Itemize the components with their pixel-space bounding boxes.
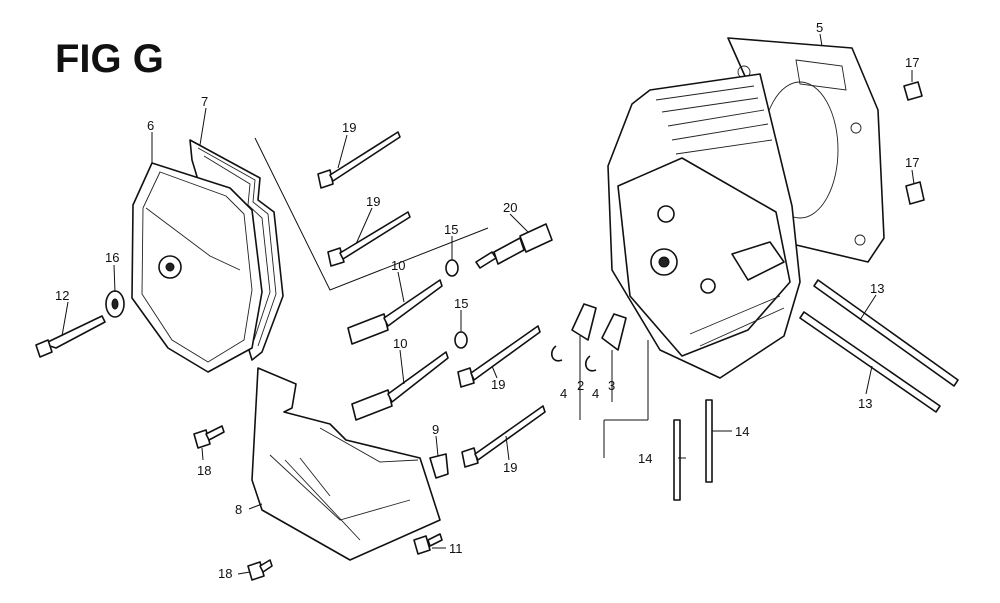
push-rod-part-13-a: [813, 279, 959, 387]
callout-18-a: 18: [197, 463, 211, 478]
callout-3: 3: [608, 378, 615, 393]
valve-part-2: [571, 303, 597, 341]
washer-part-15-a: [445, 259, 459, 277]
callout-13-a: 13: [870, 281, 884, 296]
callout-20: 20: [503, 200, 517, 215]
callout-10-a: 10: [391, 258, 405, 273]
callout-14-a: 14: [638, 451, 652, 466]
callout-6: 6: [147, 118, 154, 133]
callout-16: 16: [105, 250, 119, 265]
callout-4-a: 4: [560, 386, 567, 401]
callout-17-a: 17: [905, 55, 919, 70]
bolt-part-19-a: [317, 131, 401, 189]
callout-15-b: 15: [454, 296, 468, 311]
washer-part-16: [105, 290, 125, 318]
head-cover-part-6: [131, 162, 263, 373]
stud-part-14-a: [673, 419, 681, 501]
stud-bolt-part-10-b: [351, 351, 449, 421]
washer-part-15-b: [454, 331, 468, 349]
bolt-part-12: [35, 315, 106, 358]
callout-19-d: 19: [503, 460, 517, 475]
callout-7: 7: [201, 94, 208, 109]
clip-part-4-b: [584, 355, 597, 372]
stud-part-14-b: [705, 399, 713, 483]
figure-title: FIG G: [55, 37, 164, 81]
callout-5: 5: [816, 20, 823, 35]
callout-4-b: 4: [592, 386, 599, 401]
bolt-part-19-d: [461, 405, 546, 468]
callout-8: 8: [235, 502, 242, 517]
bracket-part-8: [251, 367, 441, 561]
callout-labels: 6 7 16 12 19 19 20 15 15 10 10 19 19 9 8…: [55, 20, 919, 581]
spark-plug-part-20: [475, 223, 553, 269]
callout-10-b: 10: [393, 336, 407, 351]
callout-14-b: 14: [735, 424, 749, 439]
callout-19-c: 19: [491, 377, 505, 392]
callout-19-a: 19: [342, 120, 356, 135]
divider-line: [254, 137, 489, 291]
cylinder-head: [607, 73, 801, 379]
callout-12: 12: [55, 288, 69, 303]
callout-18-b: 18: [218, 566, 232, 581]
push-rod-part-13-b: [799, 311, 941, 413]
callout-2: 2: [577, 378, 584, 393]
callout-19-b: 19: [366, 194, 380, 209]
dowel-pin-part-17-a: [903, 81, 923, 101]
bolt-part-18-b: [247, 559, 273, 581]
dowel-pin-part-17-b: [905, 181, 925, 205]
callout-15-a: 15: [444, 222, 458, 237]
bolt-part-11: [413, 533, 443, 555]
callout-11: 11: [449, 541, 463, 556]
bolt-part-19-c: [457, 325, 541, 388]
callout-17-b: 17: [905, 155, 919, 170]
bolt-part-19-b: [327, 211, 411, 267]
clip-part-4-a: [550, 345, 563, 362]
callout-13-b: 13: [858, 396, 872, 411]
callout-9: 9: [432, 422, 439, 437]
bolt-part-18-a: [193, 425, 225, 449]
clip-part-9: [429, 453, 449, 479]
leader-lines: [61, 33, 915, 575]
stud-bolt-part-10-a: [347, 279, 443, 345]
valve-part-3: [601, 313, 627, 351]
